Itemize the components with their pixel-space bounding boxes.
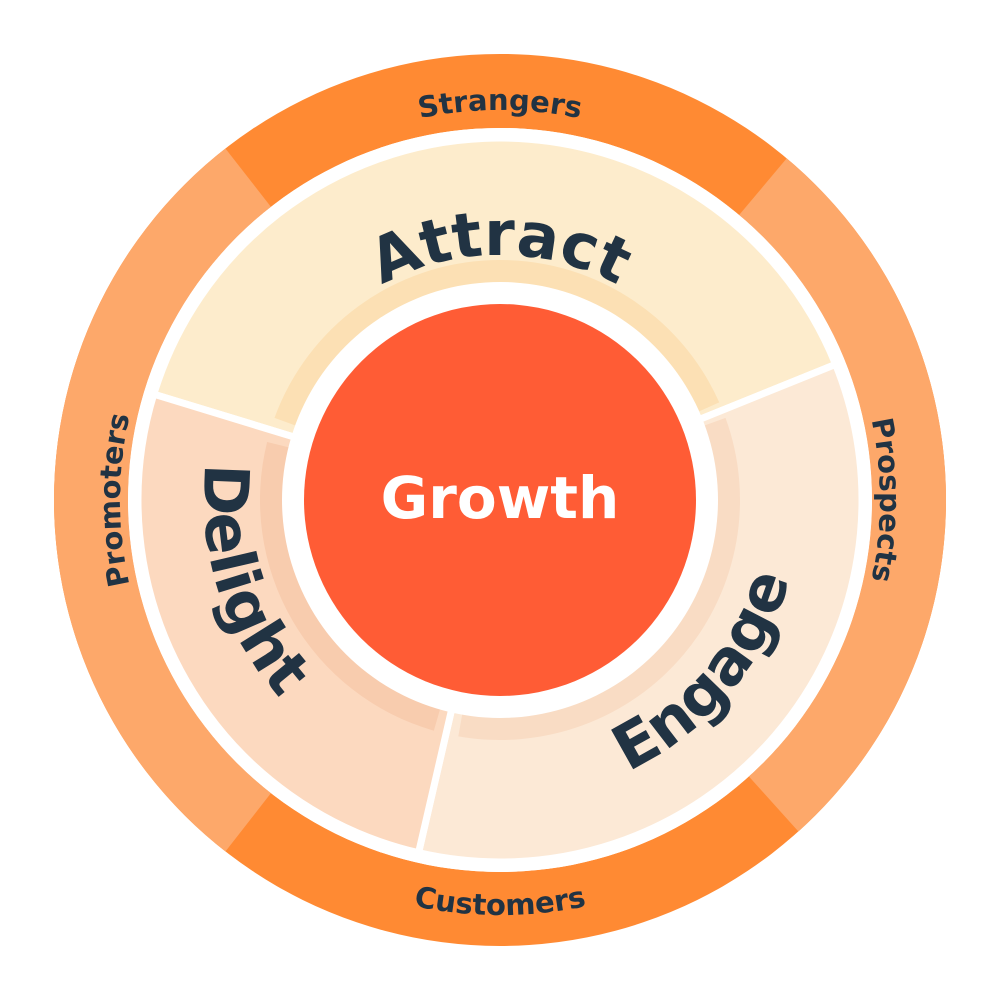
- growth-label: Growth: [381, 464, 620, 532]
- outer-ring-promoters-segment: [53, 148, 271, 852]
- attract-inner-band: [274, 260, 720, 427]
- outer-ring-prospects-segment: [739, 158, 947, 832]
- engage-inner-band: [458, 417, 740, 740]
- growth-circle: [304, 304, 696, 696]
